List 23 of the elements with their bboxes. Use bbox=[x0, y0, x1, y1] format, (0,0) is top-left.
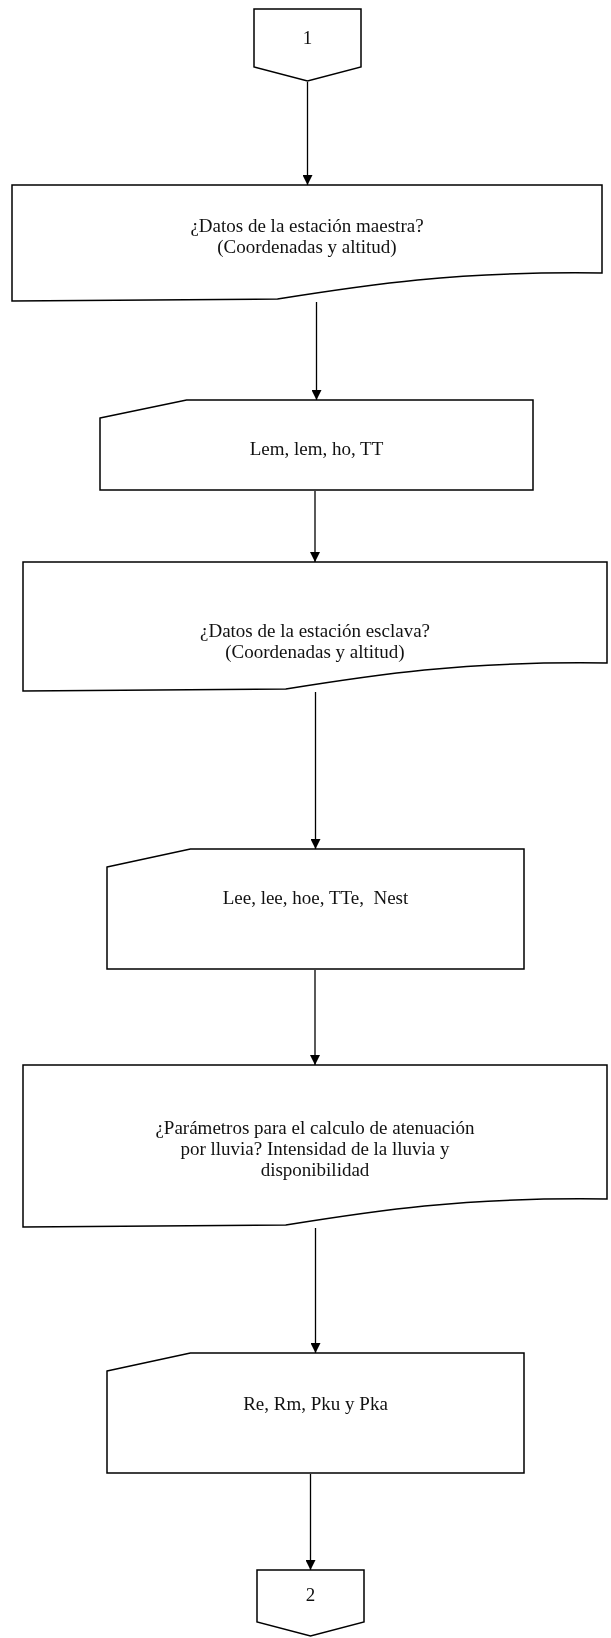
arrow bbox=[302, 81, 313, 186]
document-shape bbox=[23, 562, 607, 691]
node-label: 2 bbox=[304, 1584, 317, 1605]
manual-input-shape bbox=[107, 1353, 524, 1473]
document-shape bbox=[23, 1065, 607, 1227]
arrow bbox=[310, 490, 320, 563]
arrow bbox=[311, 301, 322, 401]
manual-input-shape bbox=[100, 400, 533, 490]
off-page-connector bbox=[257, 1570, 364, 1636]
arrow bbox=[310, 1227, 321, 1354]
node-label: Lem, lem, ho, TT bbox=[248, 438, 385, 459]
node-label: ¿Parámetros para el calculo de atenuación por lluvia? Intensidad de la lluvia y disponibilidad bbox=[154, 1117, 476, 1180]
node-label: ¿Datos de la estación esclava? (Coordenadas y altitud) bbox=[199, 620, 431, 662]
manual-input-shape bbox=[107, 849, 524, 969]
node-label: Re, Rm, Pku y Pka bbox=[242, 1393, 389, 1414]
document-shape bbox=[12, 185, 602, 301]
node-label: ¿Datos de la estación maestra? (Coordenadas y altitud) bbox=[189, 215, 425, 257]
arrow bbox=[310, 691, 321, 850]
node-label: Lee, lee, hoe, TTe, Nest bbox=[221, 887, 410, 908]
arrow bbox=[305, 1473, 316, 1571]
arrow bbox=[310, 969, 320, 1066]
node-label: 1 bbox=[301, 27, 314, 48]
off-page-connector bbox=[254, 9, 361, 81]
